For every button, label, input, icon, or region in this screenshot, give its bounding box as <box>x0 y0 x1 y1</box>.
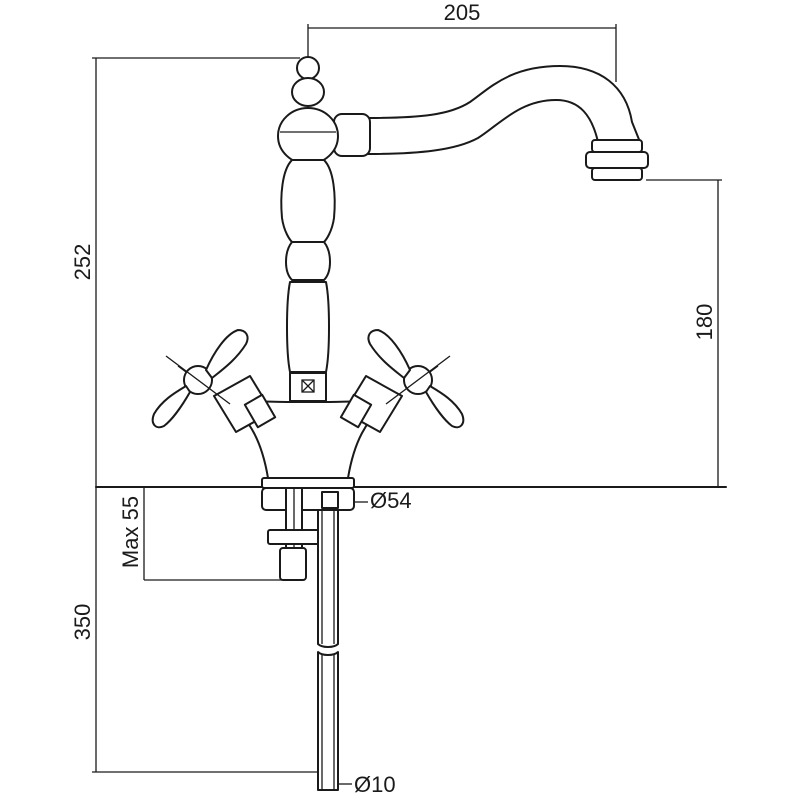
right-cross-handle <box>339 329 465 433</box>
dimension-label-max-55: Max 55 <box>118 496 143 568</box>
dimension-label-252: 252 <box>70 244 95 281</box>
dimension-hose-length: 350 <box>70 487 322 773</box>
dimension-label-d10: Ø10 <box>354 772 396 797</box>
faucet-body <box>229 56 387 479</box>
dimension-label-180: 180 <box>692 304 717 341</box>
flexible-hose: Ø10 <box>317 509 396 797</box>
dimension-total-height: 252 <box>70 57 300 487</box>
dimension-max-thickness: Max 55 <box>118 487 290 581</box>
dimension-spout-reach: 205 <box>307 0 617 82</box>
left-cross-handle <box>151 329 277 433</box>
dimension-spout-height: 180 <box>646 179 722 487</box>
dimension-label-205: 205 <box>444 0 481 25</box>
spout <box>333 65 649 181</box>
dimension-label-d54: Ø54 <box>370 488 412 513</box>
dimension-label-350: 350 <box>70 604 95 641</box>
